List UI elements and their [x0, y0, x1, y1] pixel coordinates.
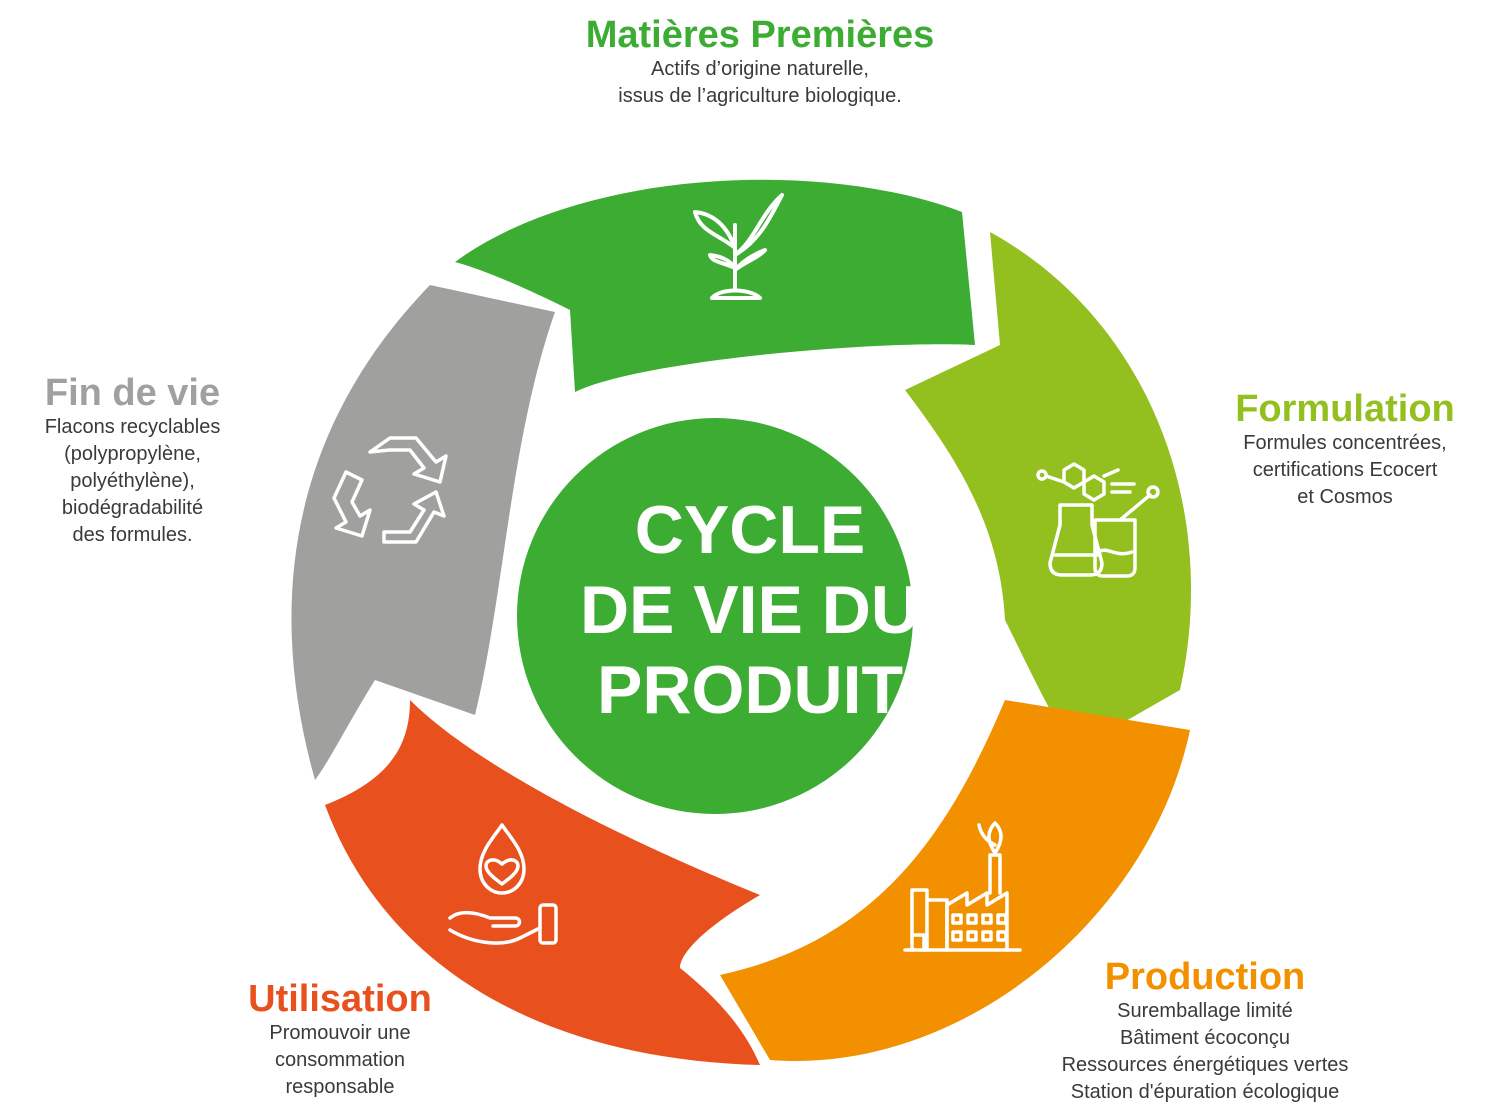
- lab-flask-molecule-icon: [1036, 462, 1160, 578]
- center-circle: [517, 418, 913, 814]
- segment-utilisation: [325, 700, 760, 1065]
- plant-sprout-icon: [693, 193, 784, 300]
- text-formulation-3: et Cosmos: [1297, 486, 1393, 508]
- hand-drop-heart-icon: [448, 823, 558, 945]
- label-production: Production Suremballage limité Bâtiment …: [960, 956, 1450, 1106]
- text-production-3: Ressources énergétiques vertes: [1061, 1054, 1349, 1076]
- segment-formulation: [905, 232, 1192, 750]
- title-formulation: Formulation: [1235, 388, 1455, 430]
- center-line-1: CYCLE: [634, 492, 866, 568]
- text-production-4: Station d'épuration écologique: [1070, 1081, 1340, 1103]
- title-matieres: Matières Premières: [585, 14, 935, 56]
- text-finvie-2: (polypropylène,: [64, 443, 201, 465]
- center-line-3: PRODUIT: [597, 652, 903, 728]
- label-finvie: Fin de vie Flacons recyclables (polyprop…: [0, 372, 265, 549]
- text-production-2: Bâtiment écoconçu: [1119, 1027, 1291, 1049]
- text-finvie-4: biodégradabilité: [61, 497, 204, 519]
- segment-matieres: [455, 179, 975, 392]
- label-utilisation: Utilisation Promouvoir une consommation …: [210, 978, 470, 1101]
- text-production-1: Suremballage limité: [1117, 1000, 1293, 1022]
- text-formulation-2: certifications Ecocert: [1252, 459, 1438, 481]
- recycle-icon: [332, 436, 448, 544]
- text-finvie-5: des formules.: [72, 524, 193, 546]
- eco-factory-icon: [903, 821, 1022, 952]
- text-finvie-3: polyéthylène),: [70, 470, 195, 492]
- text-matieres-2: issus de l’agriculture biologique.: [618, 85, 902, 107]
- text-matieres-1: Actifs d’origine naturelle,: [651, 58, 869, 80]
- label-matieres: Matières Premières Actifs d’origine natu…: [480, 14, 1040, 110]
- text-formulation-1: Formules concentrées,: [1243, 432, 1447, 454]
- title-utilisation: Utilisation: [248, 978, 432, 1020]
- center-line-2: DE VIE DU: [579, 572, 921, 648]
- segment-production: [720, 700, 1190, 1062]
- label-formulation: Formulation Formules concentrées, certif…: [1180, 388, 1489, 511]
- text-utilisation-3: responsable: [285, 1076, 395, 1098]
- text-utilisation-2: consommation: [274, 1049, 406, 1071]
- text-finvie-1: Flacons recyclables: [44, 416, 221, 438]
- title-finvie: Fin de vie: [44, 372, 221, 414]
- center-title: CYCLE DE VIE DU PRODUIT: [540, 490, 960, 730]
- title-production: Production: [1104, 956, 1306, 998]
- text-utilisation-1: Promouvoir une: [269, 1022, 411, 1044]
